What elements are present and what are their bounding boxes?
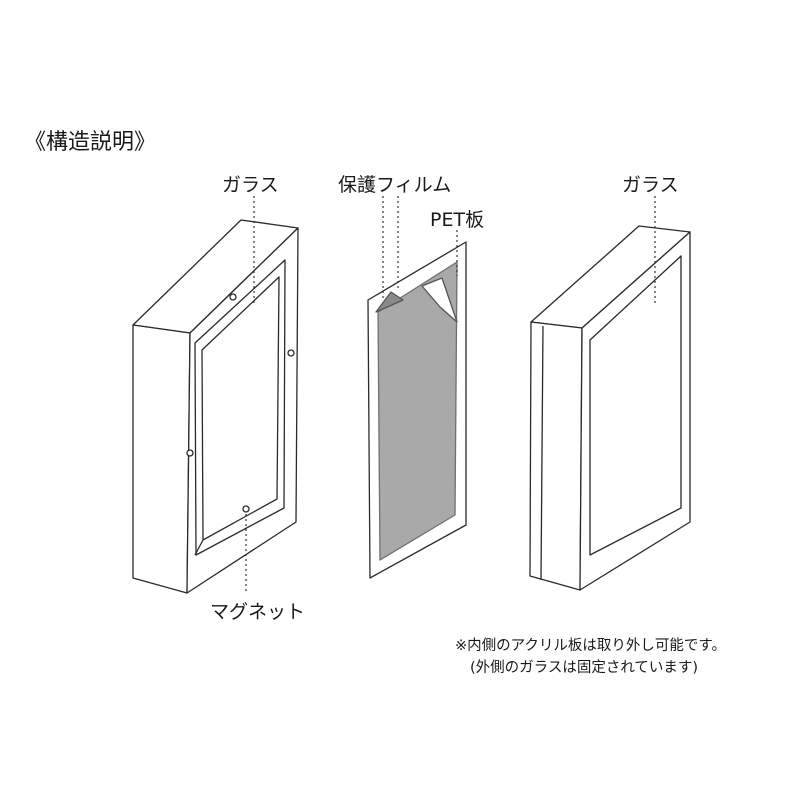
right-frame <box>529 225 691 591</box>
note-removable-acrylic: ※内側のアクリル板は取り外し可能です。 <box>455 638 726 654</box>
protective-film <box>377 261 458 561</box>
label-glass-left: ガラス <box>222 174 279 196</box>
right-frame-side-edge <box>540 325 544 581</box>
right-frame-side-face <box>529 321 583 591</box>
magnet-top <box>229 293 237 301</box>
magnet-bottom <box>242 505 250 513</box>
magnet-right <box>287 349 295 357</box>
label-glass-right: ガラス <box>622 174 679 196</box>
left-frame-inner-edge <box>194 539 204 556</box>
label-magnet: マグネット <box>210 601 306 623</box>
magnet-left <box>186 449 194 457</box>
label-protective-film: 保護フィルム <box>338 174 452 196</box>
leader-lines <box>245 196 656 592</box>
pet-plate-assembly <box>367 241 467 579</box>
note-fixed-glass: (外側のガラスは固定されています) <box>470 660 699 676</box>
right-frame-glass-pane <box>589 255 682 556</box>
left-frame-glass-pane <box>201 276 280 541</box>
label-pet-plate: PET板 <box>430 209 485 231</box>
film-peeled-corner-top-right <box>421 277 458 323</box>
film-peeled-corner-top-left <box>375 291 404 313</box>
left-frame-side-face <box>132 324 191 594</box>
left-frame <box>132 219 299 594</box>
diagram-title: 《構造説明》 <box>24 130 157 155</box>
